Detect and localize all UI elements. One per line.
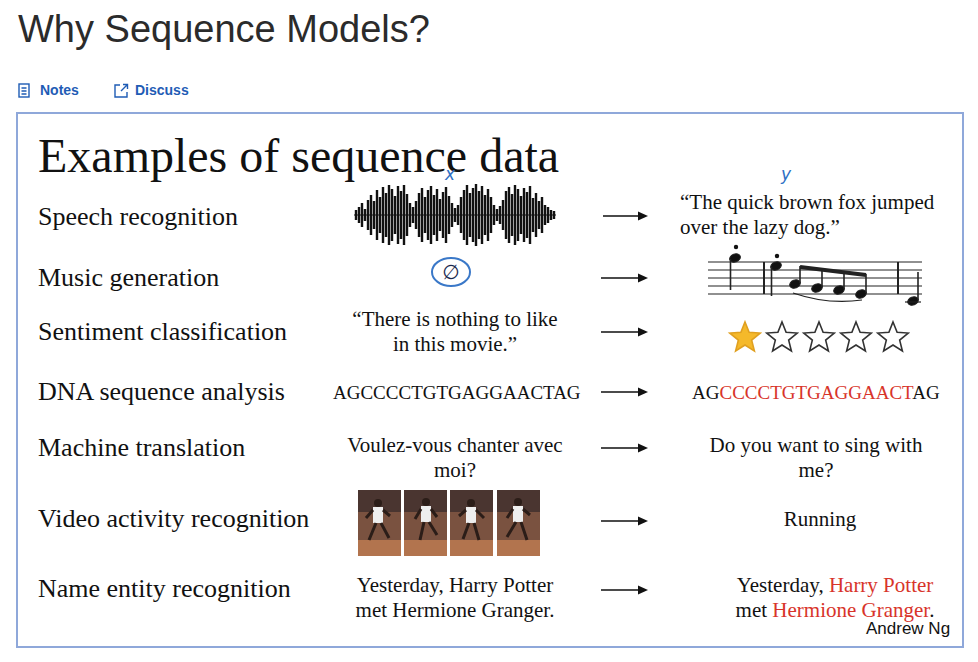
runner-head — [514, 498, 522, 506]
runner-head — [422, 498, 430, 506]
row-label: Name entity recognition — [38, 574, 291, 604]
author-signature: Andrew Ng — [866, 619, 950, 639]
filled-star — [730, 322, 760, 351]
video-frame — [358, 490, 401, 556]
highlighted-sequence: CCCCTGTGAGGAACT — [719, 382, 912, 403]
slur — [793, 293, 862, 301]
staccato-dot — [734, 245, 738, 249]
frame-track — [450, 540, 493, 556]
video-frame — [404, 490, 447, 556]
arrow-head — [638, 444, 648, 453]
output-text: “The quick brown fox jumped over the laz… — [680, 190, 952, 240]
row-label: Speech recognition — [38, 202, 238, 232]
output-text: Running — [784, 507, 856, 532]
row-label: DNA sequence analysis — [38, 377, 285, 407]
output-text: Yesterday, Harry Potter met Hermione Gra… — [725, 573, 945, 623]
star-rating — [730, 322, 908, 351]
frame-track — [404, 540, 447, 556]
sequence-part: AG — [692, 382, 719, 403]
runner-head — [374, 499, 382, 507]
runner-shirt — [373, 507, 383, 523]
note-stem — [917, 272, 919, 300]
staff-lines — [708, 262, 922, 294]
input-text: “There is nothing to like in this movie.… — [347, 307, 563, 357]
arrow-head — [638, 517, 648, 526]
note-stem — [730, 259, 732, 290]
runner-shirt — [466, 507, 476, 523]
frame-background — [497, 490, 540, 556]
named-entity: Harry Potter — [829, 573, 933, 597]
arrow-head — [638, 212, 648, 221]
empty-star — [841, 322, 871, 351]
output-text: Do you want to sing with me? — [701, 433, 931, 483]
hand-drawn-circle — [432, 258, 470, 286]
arrow-head — [638, 586, 648, 595]
row-label: Music generation — [38, 263, 219, 293]
row-label: Machine translation — [38, 433, 245, 463]
external-link-icon — [115, 85, 128, 98]
frame-background — [358, 490, 401, 556]
frame-background — [450, 490, 493, 556]
runner-limbs — [415, 509, 437, 540]
note-beam — [800, 267, 866, 275]
video-frame — [497, 490, 540, 556]
runner-shirt — [513, 506, 523, 522]
external-link-arrow — [121, 85, 128, 92]
video-frame — [450, 490, 493, 556]
frame-background — [404, 490, 447, 556]
empty-star — [804, 322, 834, 351]
ledger-line — [905, 301, 921, 302]
external-link-box — [115, 85, 127, 97]
notes-icon — [19, 84, 29, 97]
staccato-dot — [775, 254, 779, 258]
slide-heading: Examples of sequence data — [38, 128, 559, 184]
music-score — [708, 245, 922, 307]
page-title: Why Sequence Models? — [18, 6, 430, 52]
arrow-head — [638, 328, 648, 337]
notes-icon-lines — [22, 88, 27, 94]
handwritten-annotation: y — [781, 164, 791, 184]
frame-track — [497, 540, 540, 556]
empty-set-symbol: ∅ — [442, 260, 459, 284]
input-text: Voulez-vous chanter avec moi? — [337, 433, 573, 483]
output-sequence: AGCCCCTGTGAGGAACTAG — [692, 380, 940, 405]
input-text: Yesterday, Harry Potter met Hermione Gra… — [345, 573, 565, 623]
empty-star — [878, 322, 908, 351]
row-label: Video activity recognition — [38, 504, 309, 534]
sequence-part: AG — [912, 382, 939, 403]
named-entity: Hermione Granger — [772, 598, 929, 622]
bar-lines — [764, 262, 898, 294]
nav-link: Notes — [40, 81, 79, 99]
runner-limbs — [366, 510, 390, 540]
circled-symbol: ∅ — [430, 256, 472, 288]
row-label: Sentiment classification — [38, 317, 287, 347]
runner-shirt — [421, 506, 431, 522]
arrow-head — [638, 274, 648, 283]
arrow-shaft — [601, 216, 640, 590]
sentence-part: Yesterday, — [737, 573, 824, 597]
runner-head — [467, 499, 475, 507]
runner-limbs — [459, 510, 484, 540]
nav-link: Discuss — [135, 81, 189, 99]
empty-star — [767, 322, 797, 351]
runner-limbs — [507, 509, 530, 540]
speech-waveform — [354, 184, 556, 246]
note-stem — [771, 267, 773, 296]
sentence-part: . — [929, 598, 934, 622]
input-sequence: AGCCCCTGTGAGGAACTAG — [333, 380, 581, 405]
note-stems — [800, 266, 866, 293]
sentence-part: met — [736, 598, 768, 622]
frame-track — [358, 540, 401, 556]
waveform-axis — [354, 214, 556, 215]
video-frames — [358, 490, 540, 556]
notes-icon-page — [19, 84, 29, 97]
mapping-arrows — [601, 212, 648, 595]
handwritten-annotation: x — [445, 164, 455, 184]
arrow-head — [638, 388, 648, 397]
